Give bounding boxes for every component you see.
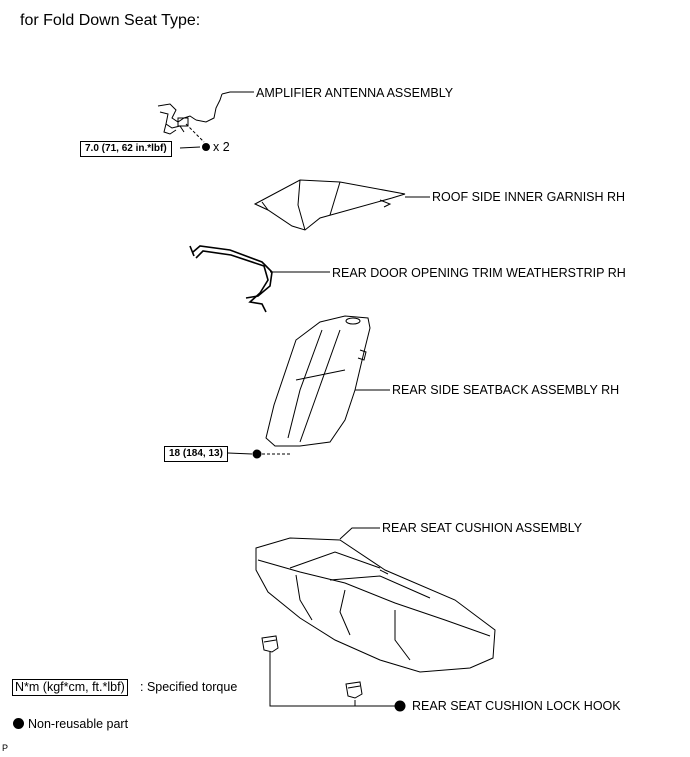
torque-antenna-bolt: 7.0 (71, 62 in.*lbf)	[80, 141, 172, 157]
antenna-bolt	[202, 143, 210, 151]
legend-torque-desc: : Specified torque	[140, 680, 238, 694]
amplifier-antenna-drawing	[157, 93, 223, 143]
weatherstrip-drawing	[189, 245, 273, 313]
label-amplifier-antenna: AMPLIFIER ANTENNA ASSEMBLY	[256, 86, 454, 100]
seat-cushion-drawing	[255, 537, 496, 673]
label-weatherstrip: REAR DOOR OPENING TRIM WEATHERSTRIP RH	[332, 266, 626, 280]
legend-non-reusable-text: Non-reusable part	[28, 717, 129, 731]
label-seatback: REAR SIDE SEATBACK ASSEMBLY RH	[392, 383, 620, 397]
seatback-drawing	[265, 315, 371, 447]
legend-torque-unit: N*m (kgf*cm, ft.*lbf)	[12, 679, 128, 696]
antenna-bolt-quantity: x 2	[213, 140, 230, 154]
label-seat-cushion: REAR SEAT CUSHION ASSEMBLY	[382, 521, 583, 535]
label-lock-hook: REAR SEAT CUSHION LOCK HOOK	[412, 699, 621, 713]
non-reusable-marker-icon	[394, 700, 406, 712]
torque-seatback-bolt: 18 (184, 13)	[164, 446, 228, 462]
seatback-bolt	[252, 449, 262, 459]
label-roof-garnish: ROOF SIDE INNER GARNISH RH	[432, 190, 626, 204]
legend-non-reusable: Non-reusable part	[13, 717, 128, 731]
roof-garnish-drawing	[253, 179, 406, 231]
non-reusable-dot-icon	[13, 718, 24, 729]
diagram-heading: for Fold Down Seat Type:	[20, 12, 201, 29]
lock-hook-drawing	[261, 635, 363, 699]
corner-code: P	[2, 743, 9, 753]
